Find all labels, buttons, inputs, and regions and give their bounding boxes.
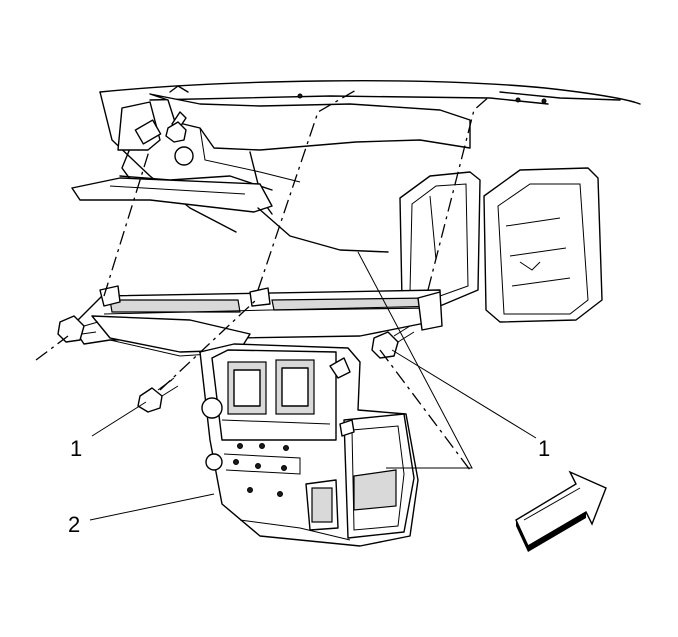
bolt-top	[165, 121, 187, 143]
bolt-left-lower	[137, 377, 179, 413]
callout-1-right: 1	[538, 436, 551, 461]
bolt-left-upper	[57, 315, 99, 343]
callout-2: 2	[68, 512, 81, 537]
hvac-module-housing	[199, 343, 419, 547]
dash-panel	[71, 80, 641, 253]
alignment-guide-lines	[35, 89, 491, 471]
front-of-vehicle-arrow-icon	[515, 470, 607, 552]
duct-bracket	[399, 167, 603, 323]
bolt-right	[371, 325, 415, 359]
callout-1-left: 1	[70, 436, 83, 461]
leader-lines	[89, 251, 537, 521]
